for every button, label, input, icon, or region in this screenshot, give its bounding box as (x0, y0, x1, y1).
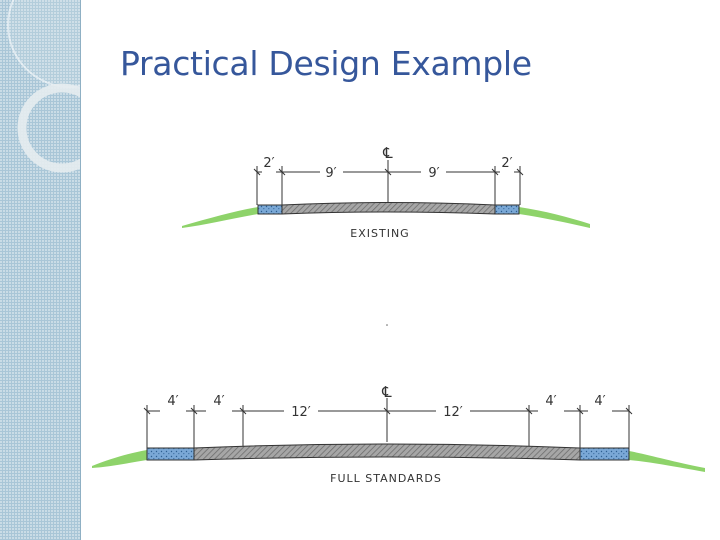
slide-title: Practical Design Example (120, 44, 532, 83)
full-right-grass (629, 451, 705, 472)
full-pavement (193, 443, 581, 461)
full-dim-right-lane: 12′ (443, 405, 463, 420)
existing-left-shoulder (257, 204, 283, 215)
decorative-sidebar (0, 0, 81, 540)
existing-dimension-ticks (253, 168, 524, 176)
existing-dim-right-shoulder: 2′ (501, 156, 512, 171)
existing-left-grass (182, 207, 258, 228)
existing-cross-section: 2′ 9′ 9′ 2′ ℄ EXISTING (182, 144, 590, 240)
full-right-shoulder (579, 447, 630, 461)
full-centerline-symbol: ℄ (381, 383, 392, 401)
full-dim-left-bike-lane: 4′ (213, 394, 224, 409)
existing-extension-lines (256, 160, 521, 205)
full-extension-lines (146, 398, 630, 460)
full-standards-caption: FULL STANDARDS (330, 472, 442, 485)
existing-right-grass (519, 207, 590, 228)
full-left-shoulder (146, 447, 195, 461)
full-dim-right-shoulder: 4′ (594, 394, 605, 409)
existing-caption: EXISTING (350, 227, 409, 240)
full-dim-right-bike-lane: 4′ (545, 394, 556, 409)
sidebar-circles-decoration (7, 0, 80, 173)
full-dimension-ticks (143, 407, 633, 415)
stray-mark (386, 324, 388, 326)
full-dim-left-lane: 12′ (291, 405, 311, 420)
existing-dim-left-lane: 9′ (325, 166, 336, 181)
existing-pavement (281, 202, 496, 215)
existing-right-shoulder (494, 204, 520, 215)
existing-centerline-symbol: ℄ (382, 144, 393, 162)
full-dim-left-shoulder: 4′ (167, 394, 178, 409)
full-standards-cross-section: 4′ 4′ 12′ 12′ 4′ 4′ ℄ FULL STANDARDS (92, 383, 705, 485)
existing-dim-right-lane: 9′ (428, 166, 439, 181)
existing-dim-left-shoulder: 2′ (263, 156, 274, 171)
full-left-grass (92, 450, 147, 468)
